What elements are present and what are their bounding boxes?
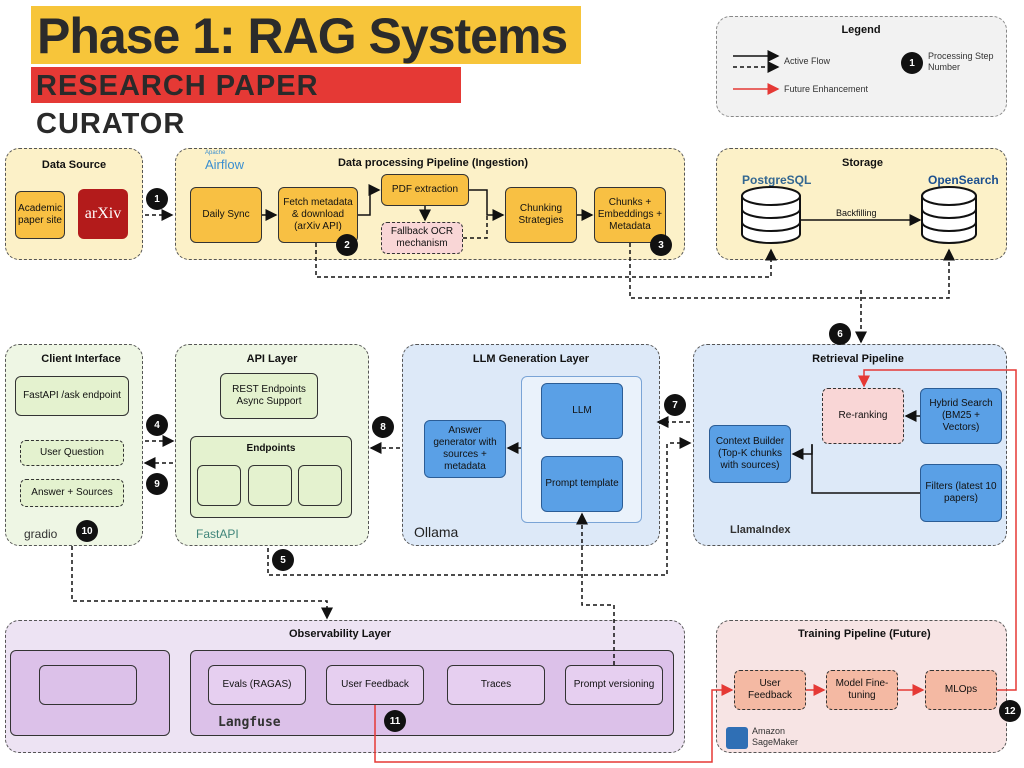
request-logs-inner [39, 665, 137, 705]
arxiv-logo: arXiv [78, 189, 128, 239]
llamaindex-logo: LlamaIndex [730, 524, 791, 536]
endpoint-slot [298, 465, 342, 506]
fastapi-logo: FastAPI [196, 527, 239, 541]
versioning-to-prompt-arrow [576, 512, 615, 665]
user-question-box: User Question [20, 440, 124, 466]
endpoint-slot [248, 465, 292, 506]
step-badge-5: 5 [272, 549, 294, 571]
step-badge-11: 11 [384, 710, 406, 732]
fetch-metadata-step: Fetch metadata & download (arXiv API) [278, 187, 358, 243]
daily-sync-step: Daily Sync [190, 187, 262, 243]
ocr-to-chunking-arrow [463, 215, 488, 239]
mlops-to-rerank-arrow [858, 369, 1017, 691]
ingestion-title: Data processing Pipeline (Ingestion) [337, 157, 529, 169]
training-feedback-box: User Feedback [734, 670, 806, 710]
gradio-logo: gradio [24, 527, 58, 541]
reranking-box: Re-ranking [822, 388, 904, 444]
answer-sources-box: Answer + Sources [20, 479, 124, 507]
context-builder-box: Context Builder (Top-K chunks with sourc… [709, 425, 791, 483]
step-badge-9: 9 [146, 473, 168, 495]
chunks-to-opensearch-arrow [629, 243, 955, 299]
legend-title: Legend [841, 24, 881, 36]
step-badge-12: 12 [999, 700, 1021, 722]
api-to-retrieval-route [267, 443, 668, 576]
storage-title: Storage [842, 157, 883, 169]
step-badge-2: 2 [336, 234, 358, 256]
prompt-template-box: Prompt template [541, 456, 623, 512]
rest-endpoints-box: REST Endpoints Async Support [220, 373, 318, 419]
pdf-extraction-step: PDF extraction [381, 174, 469, 206]
traces-box: Traces [447, 665, 545, 705]
observability-to-training-arrow [374, 684, 734, 763]
langfuse-logo: Langfuse [218, 715, 281, 730]
filters-box: Filters (latest 10 papers) [920, 464, 1002, 522]
fastapi-ask-endpoint: FastAPI /ask endpoint [15, 376, 129, 416]
sagemaker-icon [726, 727, 748, 749]
step-badge-10: 10 [76, 520, 98, 542]
chunks-embeddings-step: Chunks + Embeddings + Metadata [594, 187, 666, 243]
legend-future-label: Future Enhancement [784, 84, 869, 94]
data-source-title: Data Source [41, 159, 107, 171]
postgresql-database-icon [741, 186, 801, 244]
llm-box: LLM [541, 383, 623, 439]
pdf-to-chunking-arrow [469, 189, 505, 221]
legend-active-label: Active Flow [784, 56, 831, 66]
ollama-logo: Ollama [414, 524, 459, 540]
legend-step-badge: 1 [901, 52, 923, 74]
step-badge-3: 3 [650, 234, 672, 256]
fetch-to-postgres-arrow [315, 243, 777, 278]
mlops-box: MLOps [925, 670, 997, 710]
answer-generator-box: Answer generator with sources + metadata [424, 420, 506, 478]
filters-to-context-line [811, 444, 920, 494]
opensearch-database-icon [921, 186, 977, 244]
fallback-ocr-step: Fallback OCR mechanism [381, 222, 463, 254]
hybrid-search-box: Hybrid Search (BM25 + Vectors) [920, 388, 1002, 444]
page-title: Phase 1: RAG Systems [31, 6, 581, 64]
page-subtitle: RESEARCH PAPER CURATOR [31, 67, 461, 140]
client-to-observability-arrow [71, 546, 333, 620]
retrieval-title: Retrieval Pipeline [812, 353, 904, 365]
fine-tuning-box: Model Fine-tuning [826, 670, 898, 710]
airflow-small-label: Apache [205, 150, 226, 156]
evals-box: Evals (RAGAS) [208, 665, 306, 705]
api-title: API Layer [246, 353, 298, 365]
backfilling-label: Backfilling [836, 208, 877, 218]
step-badge-8: 8 [372, 416, 394, 438]
step-badge-7: 7 [664, 394, 686, 416]
llm-title: LLM Generation Layer [472, 353, 590, 365]
rerank-to-context-arrow [791, 445, 813, 460]
step-badge-4: 4 [146, 414, 168, 436]
training-title: Training Pipeline (Future) [798, 628, 931, 640]
prompt-versioning-box: Prompt versioning [565, 665, 663, 705]
observability-title: Observability Layer [288, 628, 392, 640]
fetch-to-pdf-arrow [358, 184, 381, 216]
user-feedback-box: User Feedback [326, 665, 424, 705]
endpoint-slot [197, 465, 241, 506]
chunking-strategies-step: Chunking Strategies [505, 187, 577, 243]
legend-step-label: Processing Step Number [928, 51, 994, 73]
endpoints-label: Endpoints [246, 443, 296, 454]
academic-paper-site: Academic paper site [15, 191, 65, 239]
airflow-logo: Airflow [205, 157, 245, 172]
step-badge-6: 6 [829, 323, 851, 345]
amazon-label: Amazon [752, 726, 786, 736]
client-title: Client Interface [41, 353, 121, 365]
sagemaker-label: SageMaker [752, 737, 799, 747]
postgresql-logo: PostgreSQL [742, 173, 812, 187]
step-badge-1: 1 [146, 188, 168, 210]
opensearch-logo: OpenSearch [928, 173, 999, 187]
